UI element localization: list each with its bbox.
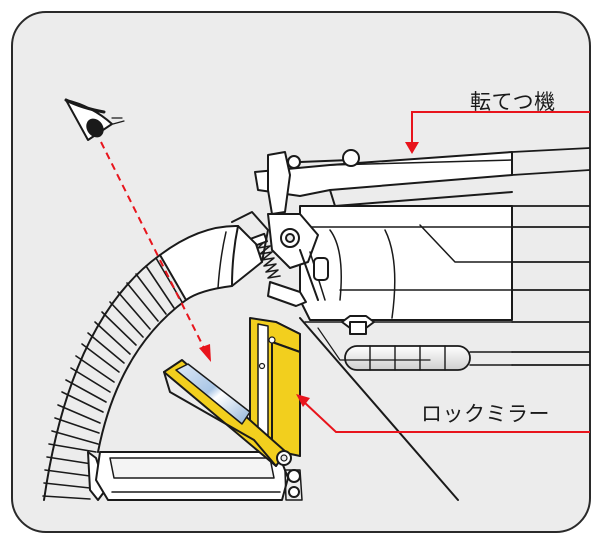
- elbow-joint: [159, 211, 269, 301]
- bottom-tray: [87, 451, 303, 501]
- switch-machine: [254, 151, 513, 501]
- sight-line-arrow: [100, 141, 211, 362]
- machine-outline-lines: [511, 147, 590, 366]
- switch-machine-label: 転てつ機: [470, 90, 556, 114]
- conduit-hose: [42, 254, 187, 501]
- lock-mirror-callout: [296, 394, 590, 433]
- eye-icon: [64, 98, 125, 141]
- lock-mirror: [163, 317, 301, 467]
- switch-machine-callout: [405, 111, 590, 154]
- lock-mirror-label: ロックミラー: [421, 402, 550, 426]
- linkage-bracket: [250, 149, 360, 307]
